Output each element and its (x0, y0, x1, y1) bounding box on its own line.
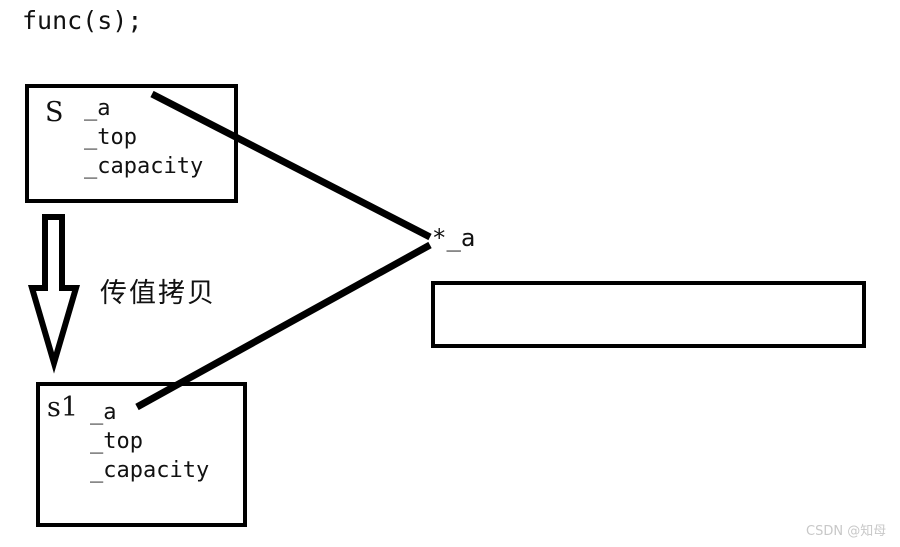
copy-annotation-label: 传值拷贝 (100, 278, 216, 309)
code-call-statement: func(s); (22, 6, 143, 35)
heap-memory-block (431, 281, 866, 348)
caller-member-fields: _a _top _capacity (84, 96, 204, 179)
shallow-copy-arrow-icon (27, 214, 81, 374)
pointer-target-label: *_a (432, 224, 476, 252)
callee-member-fields: _a _top _capacity (90, 400, 210, 483)
callee-variable-name: s1 (47, 392, 79, 423)
csdn-watermark: CSDN @知母 (806, 524, 887, 539)
caller-variable-name: S (45, 97, 64, 128)
